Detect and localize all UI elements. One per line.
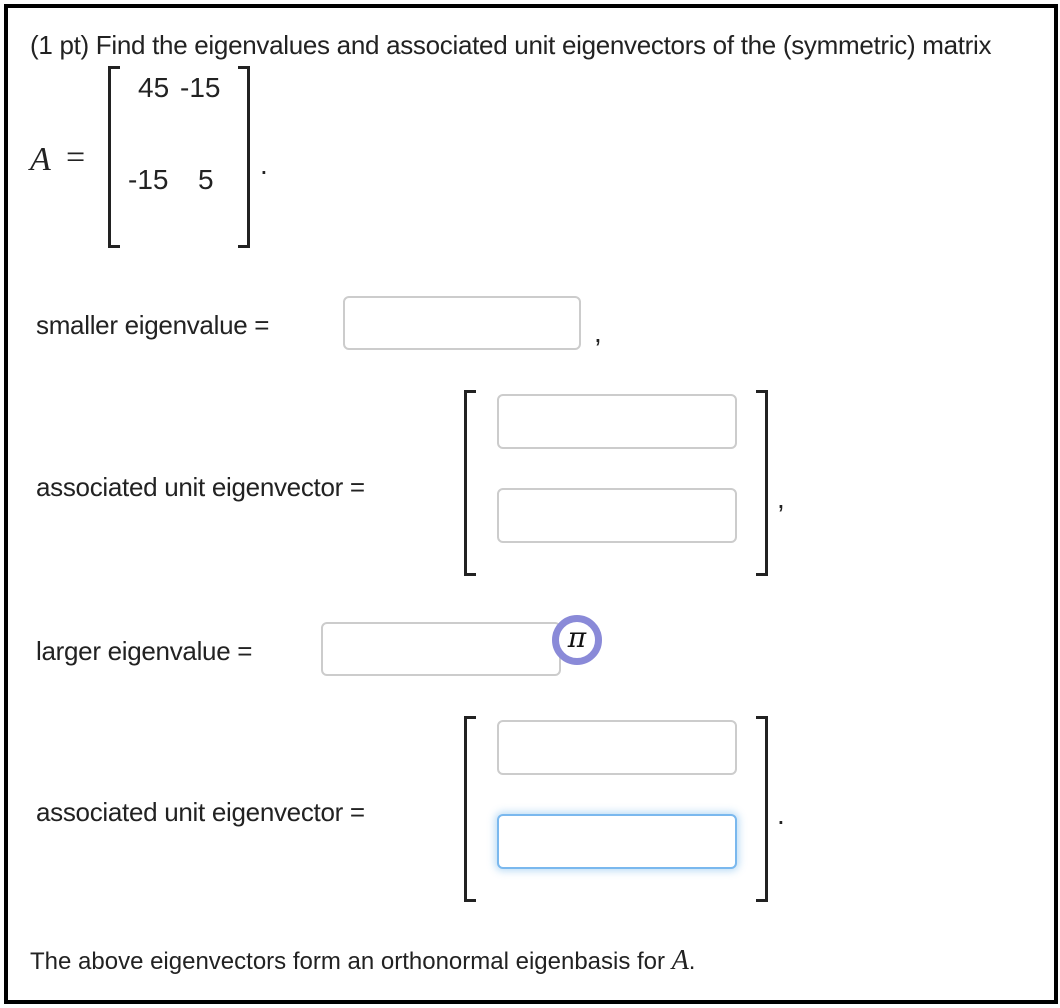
period: .: [777, 799, 785, 830]
left-bracket: [108, 66, 120, 248]
matrix-cell-1-0: -15: [128, 164, 169, 195]
vector-2-left-bracket: [464, 716, 476, 902]
smaller-eigenvalue-label: smaller eigenvalue =: [36, 310, 270, 340]
smaller-eigenvalue-input[interactable]: [343, 296, 581, 350]
eigenvector-1-y-input[interactable]: [497, 488, 737, 543]
larger-eigenvalue-label: larger eigenvalue =: [36, 636, 253, 666]
equation-editor-button[interactable]: π: [552, 615, 602, 665]
footer-note: The above eigenvectors form an orthonorm…: [30, 946, 695, 977]
eigenvector-1-x-input[interactable]: [497, 394, 737, 449]
vector-1-right-bracket: [756, 390, 768, 576]
footer-period: .: [688, 948, 696, 975]
eigenvector-2-label: associated unit eigenvector =: [36, 797, 365, 827]
matrix-ref: A: [671, 945, 689, 976]
larger-eigenvalue-input[interactable]: [321, 622, 561, 676]
equals-sign: =: [66, 139, 86, 176]
eigenvector-1-label: associated unit eigenvector =: [36, 472, 365, 502]
matrix-period: .: [260, 149, 268, 180]
matrix-cell-1-1: 5: [198, 164, 214, 195]
eigenvector-2-x-input[interactable]: [497, 720, 737, 775]
matrix-label: A: [30, 141, 51, 178]
pi-icon: π: [567, 621, 587, 654]
matrix-cell-0-1: -15: [180, 72, 221, 103]
footer-text: The above eigenvectors form an orthonorm…: [30, 948, 672, 975]
vector-2-right-bracket: [756, 716, 768, 902]
problem-prompt: (1 pt) Find the eigenvalues and associat…: [30, 30, 992, 60]
comma: ,: [594, 317, 602, 348]
matrix-cell-0-0: 45: [138, 72, 170, 103]
vector-1-left-bracket: [464, 390, 476, 576]
eigenvector-2-y-input[interactable]: [497, 814, 737, 869]
comma: ,: [777, 483, 785, 514]
right-bracket: [238, 66, 250, 248]
